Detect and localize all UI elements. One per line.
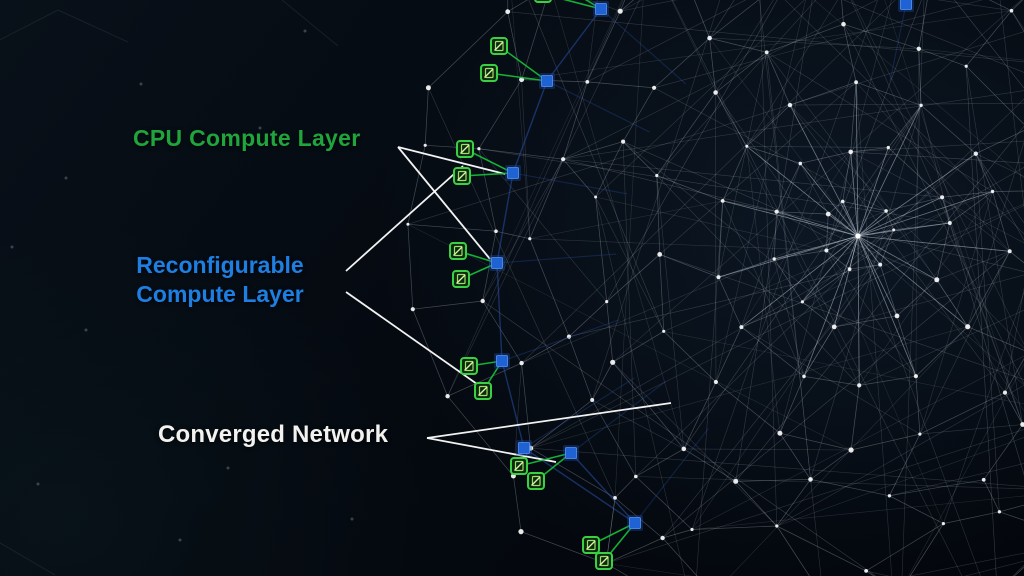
- fpga-chip-icon: [474, 382, 492, 400]
- label-converged-network: Converged Network: [158, 421, 389, 448]
- blue-node-square: [518, 442, 530, 454]
- blue-node-square: [595, 3, 607, 15]
- fpga-chip-icon: [480, 64, 498, 82]
- label-cpu-compute-layer: CPU Compute Layer: [133, 125, 361, 151]
- blue-node-square: [900, 0, 912, 10]
- fpga-chip-icon: [453, 167, 471, 185]
- label-reconfigurable-compute-layer: Reconfigurable Compute Layer: [112, 251, 328, 309]
- ambient-particles: [0, 0, 354, 576]
- network-mesh: [406, 0, 1024, 576]
- fpga-chip-icon: [452, 270, 470, 288]
- fpga-chip-icon: [456, 140, 474, 158]
- callout-lines: [345, 146, 672, 463]
- fpga-chip-icon: [534, 0, 552, 3]
- fpga-chip-icon: [490, 37, 508, 55]
- green-chips: [449, 0, 613, 570]
- blue-node-square: [507, 167, 519, 179]
- blue-node-square: [491, 257, 503, 269]
- blue-node-square: [629, 517, 641, 529]
- label-reconfigurable-line1: Reconfigurable: [136, 252, 304, 278]
- label-reconfigurable-line2: Compute Layer: [136, 281, 304, 307]
- blue-node-square: [496, 355, 508, 367]
- fpga-chip-icon: [582, 536, 600, 554]
- blue-node-links: [496, 3, 907, 524]
- fpga-chip-icon: [595, 552, 613, 570]
- blue-node-square: [565, 447, 577, 459]
- blue-node-square: [541, 75, 553, 87]
- fpga-chip-icon: [527, 472, 545, 490]
- fpga-chip-icon: [449, 242, 467, 260]
- fpga-chip-icon: [510, 457, 528, 475]
- fpga-chip-icon: [460, 357, 478, 375]
- blue-nodes: [489, 0, 914, 531]
